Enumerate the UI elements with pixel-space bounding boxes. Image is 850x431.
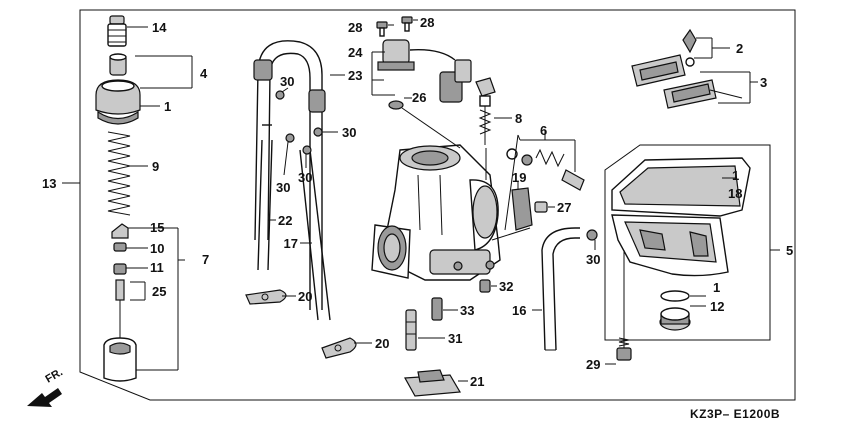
part-32-main-jet bbox=[479, 279, 491, 293]
callout-24: 24 bbox=[348, 45, 363, 60]
part-12-drain-plug bbox=[659, 290, 691, 331]
callout-1a: 1 bbox=[164, 99, 171, 114]
callout-12: 12 bbox=[710, 299, 724, 314]
part-19-float-pin-holder bbox=[511, 187, 533, 231]
part-8-throttle-stop-screw bbox=[475, 77, 496, 145]
part-16-overflow-tube bbox=[541, 227, 580, 351]
part-18-chamber-gasket bbox=[611, 157, 751, 217]
front-direction-arrow-icon bbox=[27, 388, 62, 407]
part-17-drain-hose bbox=[299, 149, 331, 321]
callout-28b: 28 bbox=[420, 15, 434, 30]
callout-2: 2 bbox=[736, 41, 743, 56]
callout-1c: 1 bbox=[713, 280, 720, 295]
callout-30c: 30 bbox=[276, 180, 290, 195]
drawing-code: KZ3P– E1200B bbox=[690, 407, 780, 421]
callout-32: 32 bbox=[499, 279, 513, 294]
part-6-air-screw bbox=[506, 148, 585, 191]
part-4-locknut bbox=[109, 53, 127, 76]
part-20-upper-bracket bbox=[245, 289, 287, 305]
part-28-screw-b bbox=[401, 16, 413, 32]
part-27-screw bbox=[534, 201, 548, 213]
part-30-hose-clips bbox=[275, 90, 598, 241]
callout-1b: 1 bbox=[732, 168, 739, 183]
callout-21: 21 bbox=[470, 374, 484, 389]
callout-10: 10 bbox=[150, 241, 164, 256]
carburetor-body bbox=[371, 144, 501, 281]
callout-7: 7 bbox=[202, 252, 209, 267]
part-29-chamber-screw bbox=[616, 250, 632, 361]
callout-26: 26 bbox=[412, 90, 426, 105]
part-5-float-chamber bbox=[611, 214, 729, 277]
part-2-float-valve bbox=[682, 28, 697, 67]
part-7-throttle-valve bbox=[103, 337, 137, 382]
callout-30d: 30 bbox=[298, 170, 312, 185]
callout-14: 14 bbox=[152, 20, 167, 35]
callout-31: 31 bbox=[448, 331, 462, 346]
callout-19: 19 bbox=[512, 170, 526, 185]
callout-30e: 30 bbox=[586, 252, 600, 267]
part-22-vent-hose bbox=[257, 124, 273, 271]
callout-4: 4 bbox=[200, 66, 208, 81]
callout-29: 29 bbox=[586, 357, 600, 372]
callout-22: 22 bbox=[278, 213, 292, 228]
part-23-vent-hose bbox=[253, 40, 326, 310]
callout-30a: 30 bbox=[280, 74, 294, 89]
callout-25: 25 bbox=[152, 284, 166, 299]
callout-30b: 30 bbox=[342, 125, 356, 140]
part-33-jet-holder bbox=[431, 297, 443, 321]
callout-11: 11 bbox=[150, 260, 164, 275]
part-31-needle-jet bbox=[405, 309, 417, 351]
direction-label: FR. bbox=[44, 366, 65, 385]
part-14-cable-adjuster bbox=[107, 15, 127, 47]
callout-28a: 28 bbox=[348, 20, 362, 35]
callout-9: 9 bbox=[152, 159, 159, 174]
callout-23: 23 bbox=[348, 68, 362, 83]
part-24-throttle-sensor bbox=[377, 39, 472, 103]
callout-8: 8 bbox=[515, 111, 522, 126]
callout-5: 5 bbox=[786, 243, 793, 258]
callout-27: 27 bbox=[557, 200, 571, 215]
part-28-screw-a bbox=[376, 21, 388, 37]
callout-3: 3 bbox=[760, 75, 767, 90]
part-10-clip bbox=[113, 242, 127, 252]
part-25-jet-needle bbox=[115, 279, 125, 338]
callout-17: 17 bbox=[284, 236, 298, 251]
part-15-needle-holder bbox=[111, 223, 129, 239]
callout-33: 33 bbox=[460, 303, 474, 318]
part-9-throttle-spring bbox=[107, 131, 131, 216]
part-20-lower-bracket bbox=[321, 337, 357, 359]
part-26-o-ring bbox=[388, 100, 404, 110]
callout-16: 16 bbox=[512, 303, 526, 318]
callout-20b: 20 bbox=[375, 336, 389, 351]
part-1-top-cap bbox=[95, 79, 141, 125]
callout-13: 13 bbox=[42, 176, 56, 191]
part-11-washer bbox=[113, 263, 127, 275]
float-chamber-group-frame bbox=[604, 144, 771, 341]
callout-15: 15 bbox=[150, 220, 164, 235]
part-21-float bbox=[404, 369, 461, 397]
assembly-frame bbox=[79, 9, 796, 401]
callout-18: 18 bbox=[728, 186, 742, 201]
part-3-float-assembly bbox=[631, 54, 743, 109]
callout-20a: 20 bbox=[298, 289, 312, 304]
callout-6: 6 bbox=[540, 123, 547, 138]
